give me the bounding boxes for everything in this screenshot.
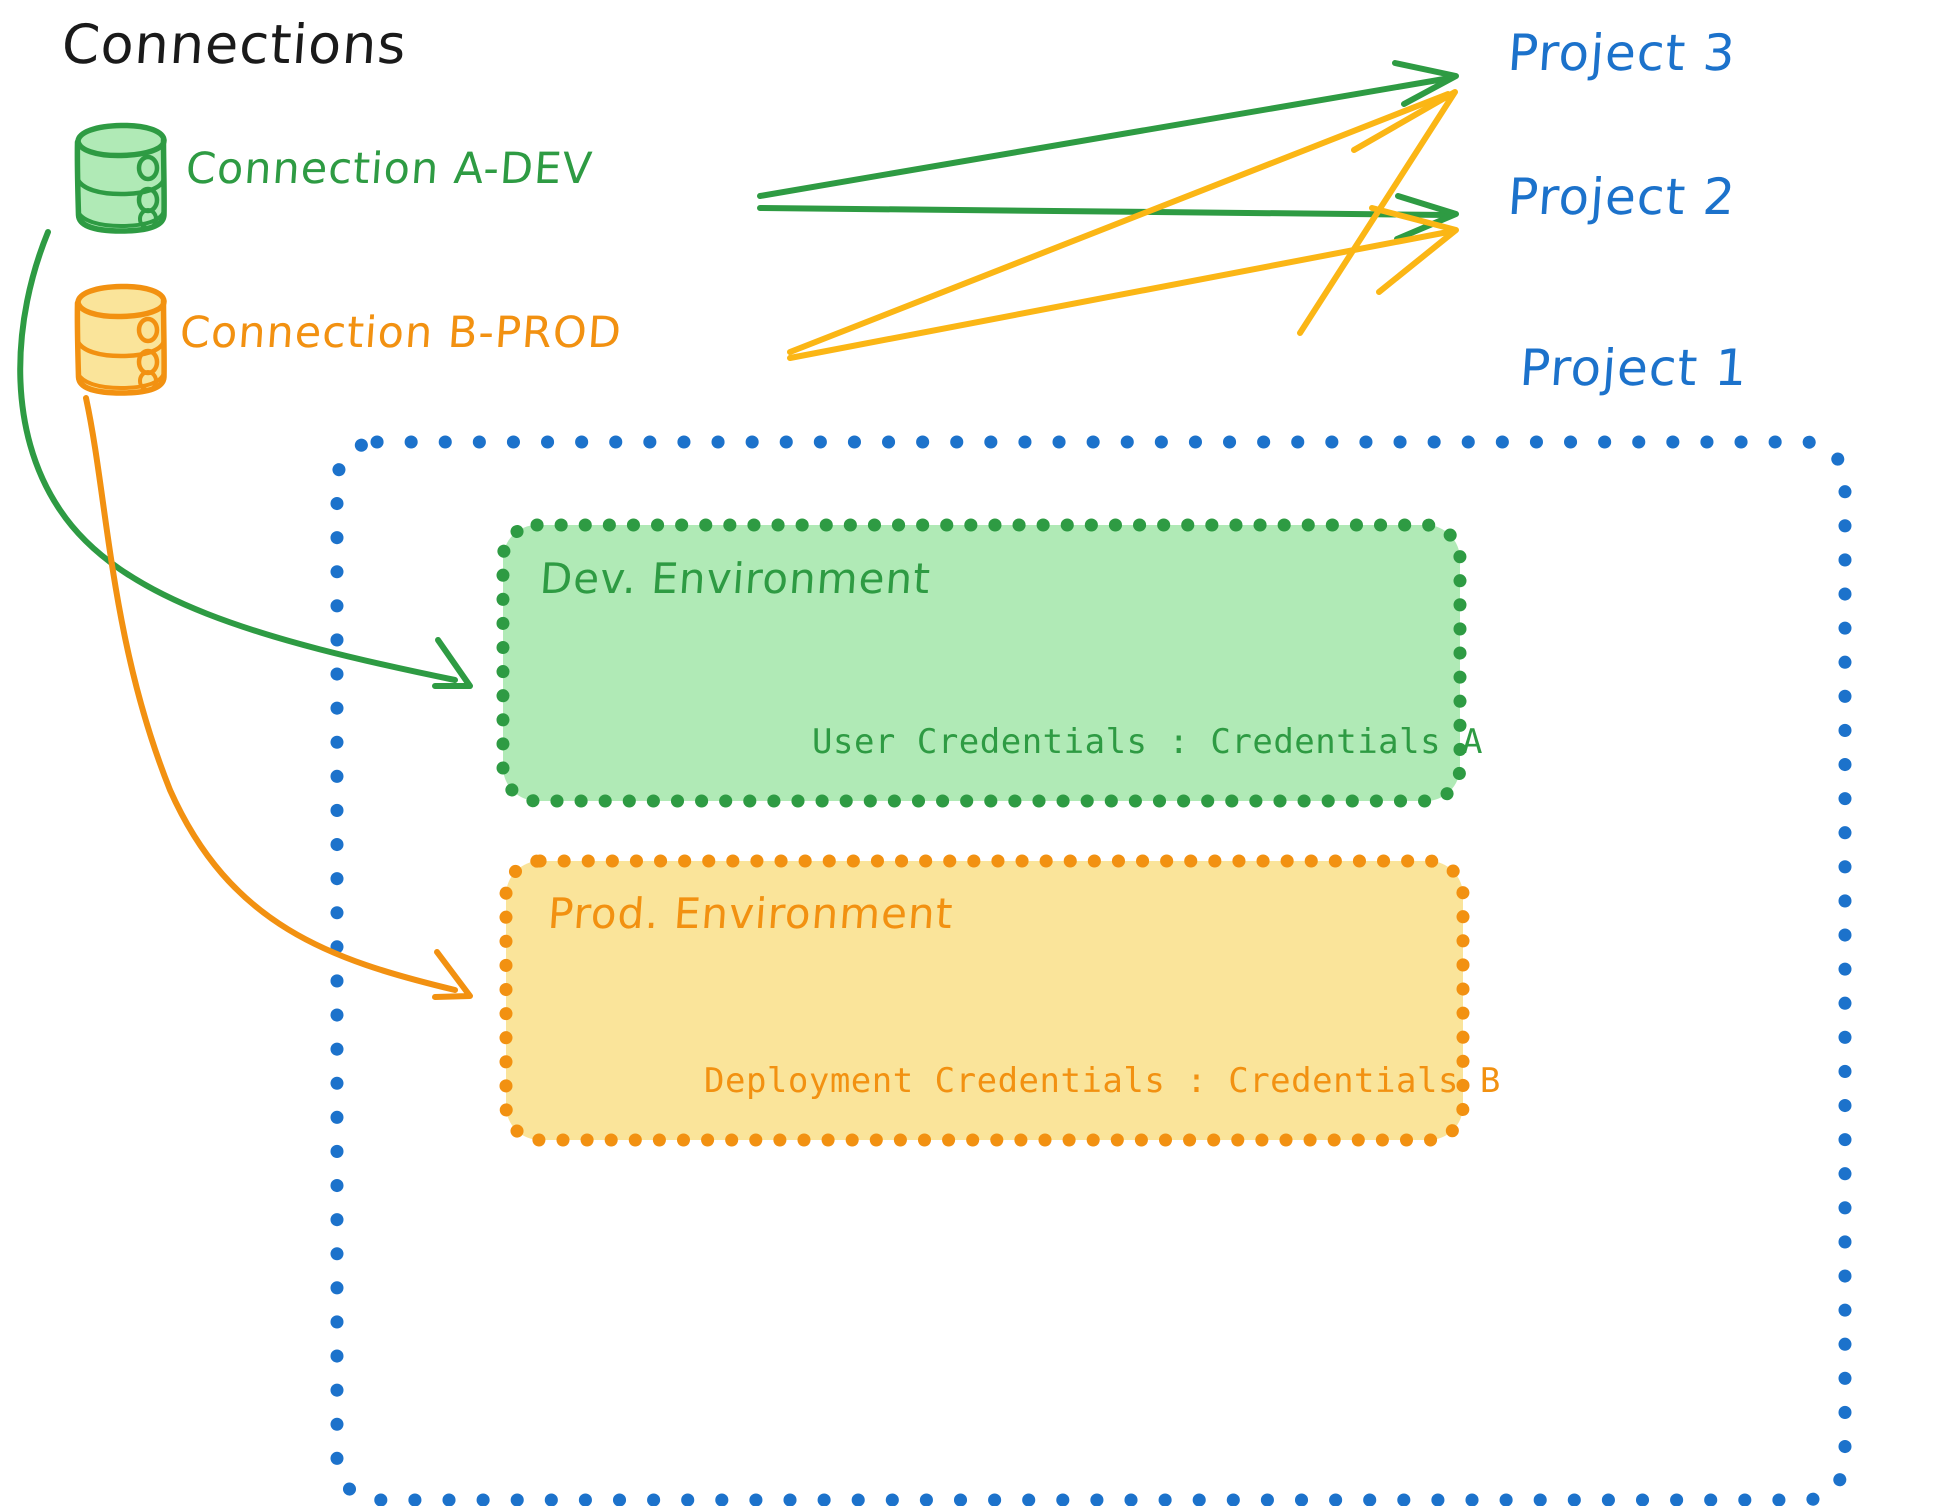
arrow-b-prod-to-prod-env xyxy=(83,395,473,1000)
arrow-a-dev-to-project-2 xyxy=(757,193,1459,242)
connection-a-dev-label[interactable]: Connection A-DEV xyxy=(184,144,595,194)
arrow-a-dev-to-project-3 xyxy=(757,60,1459,199)
prod-environment-credentials: Deployment Credentials : Credentials B xyxy=(704,1061,1501,1101)
arrow-a-dev-to-dev-env xyxy=(17,229,473,689)
dev-environment-credentials: User Credentials : Credentials A xyxy=(812,722,1484,762)
project-3-label[interactable]: Project 3 xyxy=(1505,24,1738,82)
database-cylinder-icon-orange[interactable] xyxy=(74,283,167,396)
prod-environment-box[interactable] xyxy=(499,854,1470,1147)
connection-b-prod-label[interactable]: Connection B-PROD xyxy=(178,308,624,358)
connection-a-dev-database-icon[interactable] xyxy=(70,115,170,235)
project-1-label[interactable]: Project 1 xyxy=(1517,339,1750,397)
connection-b-prod-database-icon[interactable] xyxy=(70,280,170,398)
dev-environment-region[interactable] xyxy=(500,522,1462,804)
project1-container-border[interactable] xyxy=(330,435,1852,1506)
page-title: Connections xyxy=(59,13,409,76)
arrow-b-prod-to-project-2 xyxy=(787,205,1459,361)
dev-environment-box[interactable] xyxy=(496,518,1467,808)
project-2-label[interactable]: Project 2 xyxy=(1505,168,1738,226)
prod-environment-region[interactable] xyxy=(503,858,1465,1143)
database-cylinder-icon-green[interactable] xyxy=(74,122,167,234)
